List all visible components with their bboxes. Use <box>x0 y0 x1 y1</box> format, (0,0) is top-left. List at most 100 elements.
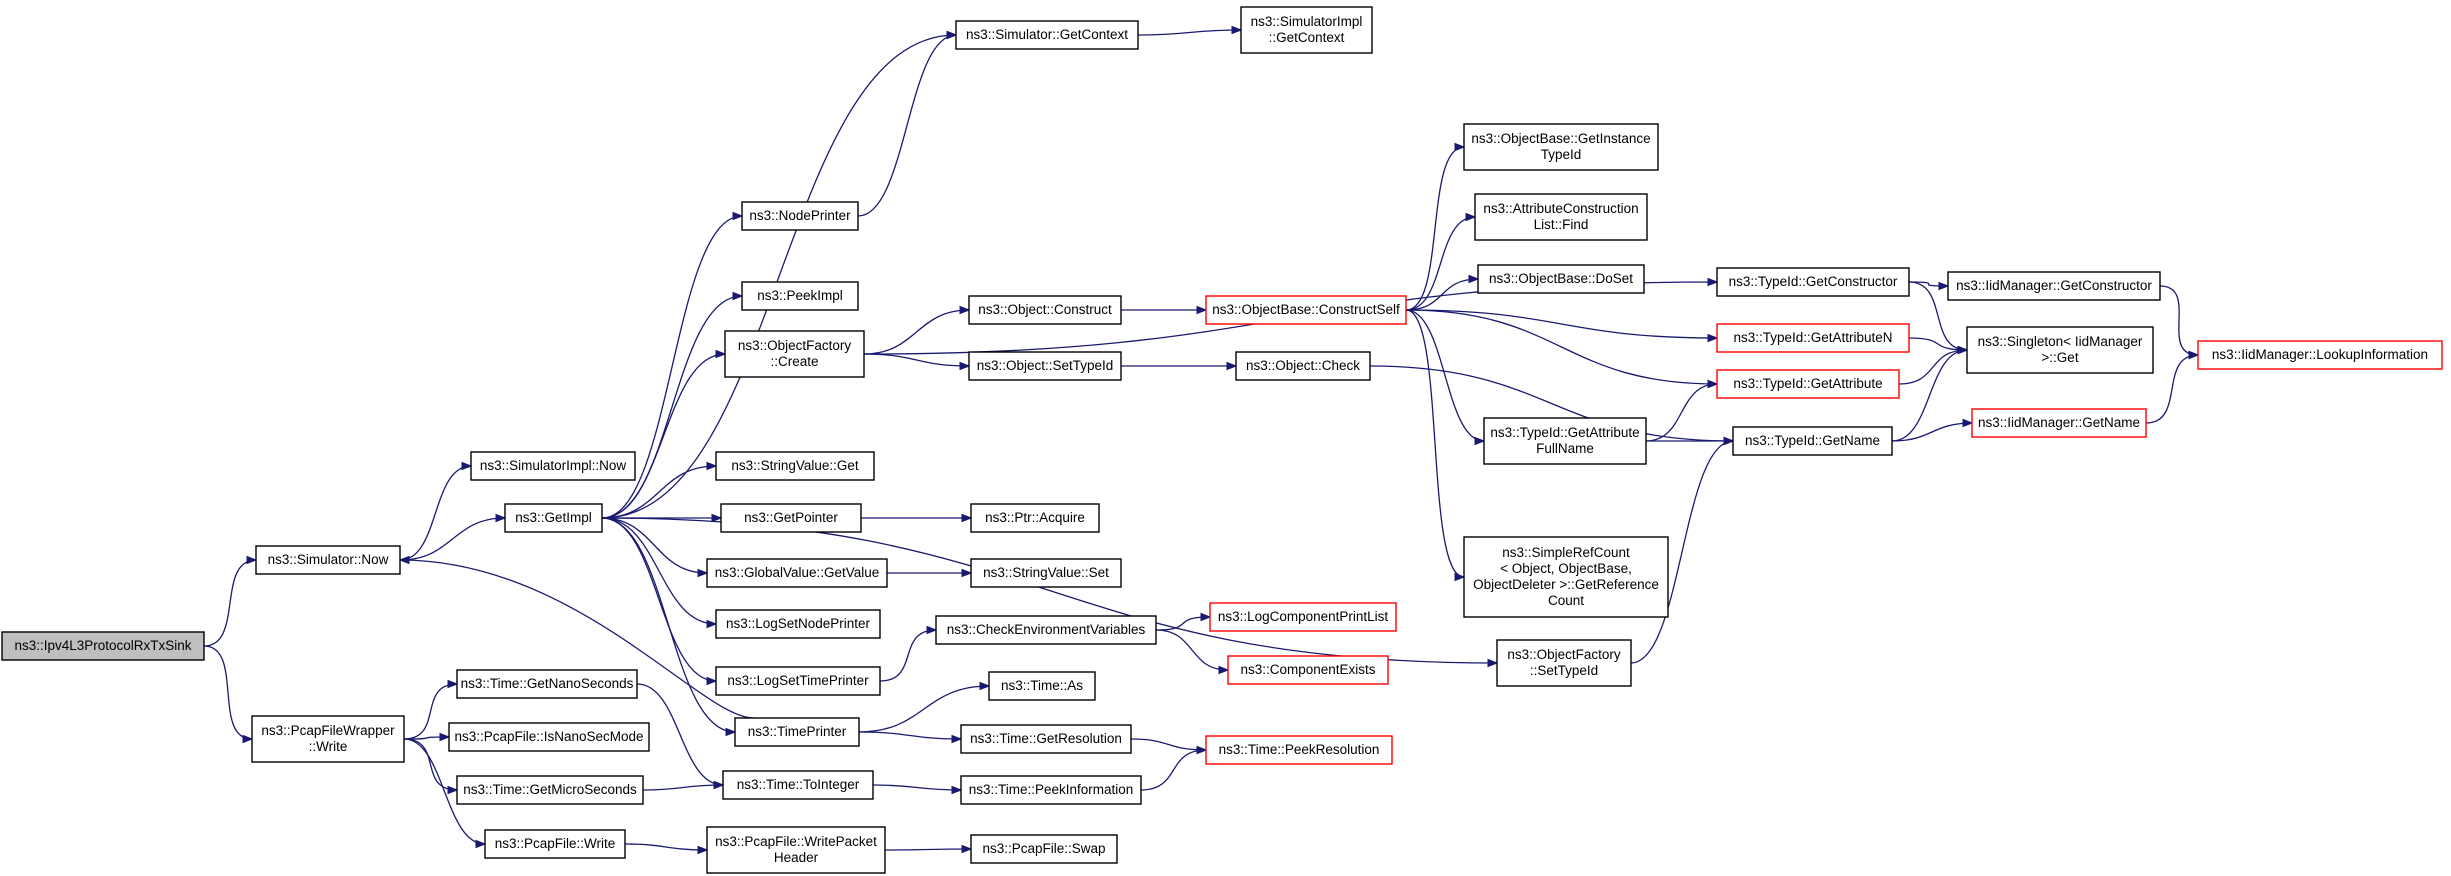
node-pcapfile-isnanosecmode[interactable]: ns3::PcapFile::IsNanoSecMode <box>448 722 650 752</box>
node-stringvalue-set[interactable]: ns3::StringValue::Set <box>970 558 1122 588</box>
node-label: ns3::ObjectBase::DoSet <box>1489 271 1633 286</box>
node-label: ns3::IidManager::LookupInformation <box>2212 347 2428 362</box>
call-edge <box>858 731 963 744</box>
node-time-getmicroseconds[interactable]: ns3::Time::GetMicroSeconds <box>456 775 644 805</box>
node-timeprinter[interactable]: ns3::TimePrinter <box>734 717 860 747</box>
node-checkenv[interactable]: ns3::CheckEnvironmentVariables <box>935 615 1157 645</box>
call-edge <box>601 517 737 737</box>
node-sim-now[interactable]: ns3::Simulator::Now <box>255 545 401 575</box>
call-edge <box>1891 418 1974 442</box>
node-simimpl-now[interactable]: ns3::SimulatorImpl::Now <box>470 451 636 481</box>
node-getimpl[interactable]: ns3::GetImpl <box>504 503 603 533</box>
node-object-construct[interactable]: ns3::Object::Construct <box>968 295 1122 325</box>
node-label: ns3::TypeId::GetAttribute <box>1733 376 1882 391</box>
node-logsetnodeprinter[interactable]: ns3::LogSetNodePrinter <box>715 609 881 639</box>
node-time-as[interactable]: ns3::Time::As <box>988 671 1096 701</box>
node-label: ns3::Time::GetResolution <box>970 731 1122 746</box>
node-time-tointeger[interactable]: ns3::Time::ToInteger <box>722 770 874 800</box>
node-root[interactable]: ns3::Ipv4L3ProtocolRxTxSink <box>1 631 205 661</box>
node-objfactory-create[interactable]: ns3::ObjectFactory::Create <box>724 330 865 378</box>
call-edge <box>884 844 973 854</box>
node-logcomponentprintlist[interactable]: ns3::LogComponentPrintList <box>1209 602 1397 632</box>
node-typeid-getattribute[interactable]: ns3::TypeId::GetAttribute <box>1716 369 1900 399</box>
node-typeid-getconstructor[interactable]: ns3::TypeId::GetConstructor <box>1716 267 1910 297</box>
node-iidmanager-getname[interactable]: ns3::IidManager::GetName <box>1971 408 2147 438</box>
node-label: >::Get <box>2041 350 2078 365</box>
call-edge <box>1405 309 1486 446</box>
node-pcapfile-write[interactable]: ns3::PcapFile::Write <box>484 829 626 859</box>
node-logsettimeprinter[interactable]: ns3::LogSetTimePrinter <box>715 666 881 696</box>
node-pcap-wrap-write[interactable]: ns3::PcapFileWrapper::Write <box>251 715 405 763</box>
node-label: ns3::LogComponentPrintList <box>1218 609 1389 624</box>
edges-layer <box>203 25 2200 855</box>
node-typeid-getname[interactable]: ns3::TypeId::GetName <box>1732 426 1893 456</box>
node-label: ns3::IidManager::GetConstructor <box>1956 278 2152 293</box>
call-edge <box>398 555 754 719</box>
call-edge <box>2159 285 2200 360</box>
node-objectbase-constructself[interactable]: ns3::ObjectBase::ConstructSelf <box>1205 295 1407 325</box>
node-label: ns3::Time::As <box>1001 678 1083 693</box>
node-ptr-acquire[interactable]: ns3::Ptr::Acquire <box>970 503 1100 533</box>
node-simimpl-getcontext[interactable]: ns3::SimulatorImpl::GetContext <box>1240 6 1373 54</box>
node-label: ns3::Time::PeekResolution <box>1219 742 1380 757</box>
node-time-getnanoseconds[interactable]: ns3::Time::GetNanoSeconds <box>456 669 638 699</box>
node-time-getresolution[interactable]: ns3::Time::GetResolution <box>960 724 1132 754</box>
node-componentexists[interactable]: ns3::ComponentExists <box>1227 655 1389 685</box>
node-typeid-getattributen[interactable]: ns3::TypeId::GetAttributeN <box>1716 323 1910 353</box>
node-iidmanager-getconstructor[interactable]: ns3::IidManager::GetConstructor <box>1947 271 2161 301</box>
call-edge <box>403 738 459 795</box>
node-nodeprinter[interactable]: ns3::NodePrinter <box>741 201 859 231</box>
call-edge <box>601 30 958 519</box>
call-edge <box>403 738 487 849</box>
node-iidmanager-lookupinformation[interactable]: ns3::IidManager::LookupInformation <box>2197 340 2443 370</box>
node-label: TypeId <box>1541 147 1582 162</box>
node-sim-getcontext[interactable]: ns3::Simulator::GetContext <box>955 20 1139 50</box>
call-edge <box>1121 361 1238 371</box>
node-singleton-get[interactable]: ns3::Singleton< IidManager>::Get <box>1966 326 2154 374</box>
node-label: ns3::Time::GetNanoSeconds <box>461 676 634 691</box>
node-simplerefcount-getreferencecount[interactable]: ns3::SimpleRefCount< Object, ObjectBase,… <box>1463 536 1669 618</box>
call-edge <box>601 461 718 519</box>
call-edge <box>642 780 725 791</box>
call-edge <box>203 555 258 647</box>
node-peekimpl[interactable]: ns3::PeekImpl <box>741 281 859 311</box>
call-edge <box>601 517 718 686</box>
node-objfactory-settypeid[interactable]: ns3::ObjectFactory::SetTypeId <box>1496 639 1632 687</box>
node-pcapfile-swap[interactable]: ns3::PcapFile::Swap <box>970 834 1118 864</box>
call-edge <box>1405 309 1719 343</box>
node-objectbase-doset[interactable]: ns3::ObjectBase::DoSet <box>1477 264 1645 294</box>
node-stringvalue-get[interactable]: ns3::StringValue::Get <box>715 451 875 481</box>
node-label: ns3::ObjectFactory <box>1507 647 1621 662</box>
call-edge <box>601 291 744 519</box>
node-globalvalue-getvalue[interactable]: ns3::GlobalValue::GetValue <box>706 558 888 588</box>
node-label: ns3::TypeId::GetName <box>1745 433 1880 448</box>
node-label: FullName <box>1536 441 1594 456</box>
nodes-layer: ns3::Ipv4L3ProtocolRxTxSink ns3::Simulato… <box>1 6 2443 874</box>
call-edge <box>1645 379 1719 442</box>
node-label: ns3::ObjectBase::ConstructSelf <box>1212 302 1400 317</box>
node-getpointer[interactable]: ns3::GetPointer <box>720 503 862 533</box>
node-label: ns3::Simulator::GetContext <box>966 27 1128 42</box>
call-edge <box>1137 25 1243 36</box>
call-edge <box>879 625 938 682</box>
node-label: < Object, ObjectBase, <box>1500 561 1632 576</box>
node-label: ns3::ObjectFactory <box>738 338 852 353</box>
node-object-check[interactable]: ns3::Object::Check <box>1235 351 1371 381</box>
node-time-peekinformation[interactable]: ns3::Time::PeekInformation <box>960 775 1142 805</box>
node-label: List::Find <box>1534 217 1589 232</box>
node-label: ns3::PeekImpl <box>757 288 843 303</box>
node-label: ns3::TypeId::GetAttribute <box>1490 425 1639 440</box>
call-edge <box>1405 309 1719 389</box>
call-edge <box>886 568 973 578</box>
node-object-settypeid[interactable]: ns3::Object::SetTypeId <box>968 351 1122 381</box>
node-time-peekresolution[interactable]: ns3::Time::PeekResolution <box>1205 735 1393 765</box>
call-edge <box>872 784 963 795</box>
call-edge <box>861 513 973 523</box>
call-edge <box>624 843 709 855</box>
call-edge <box>863 353 971 371</box>
call-edge <box>1405 212 1477 311</box>
